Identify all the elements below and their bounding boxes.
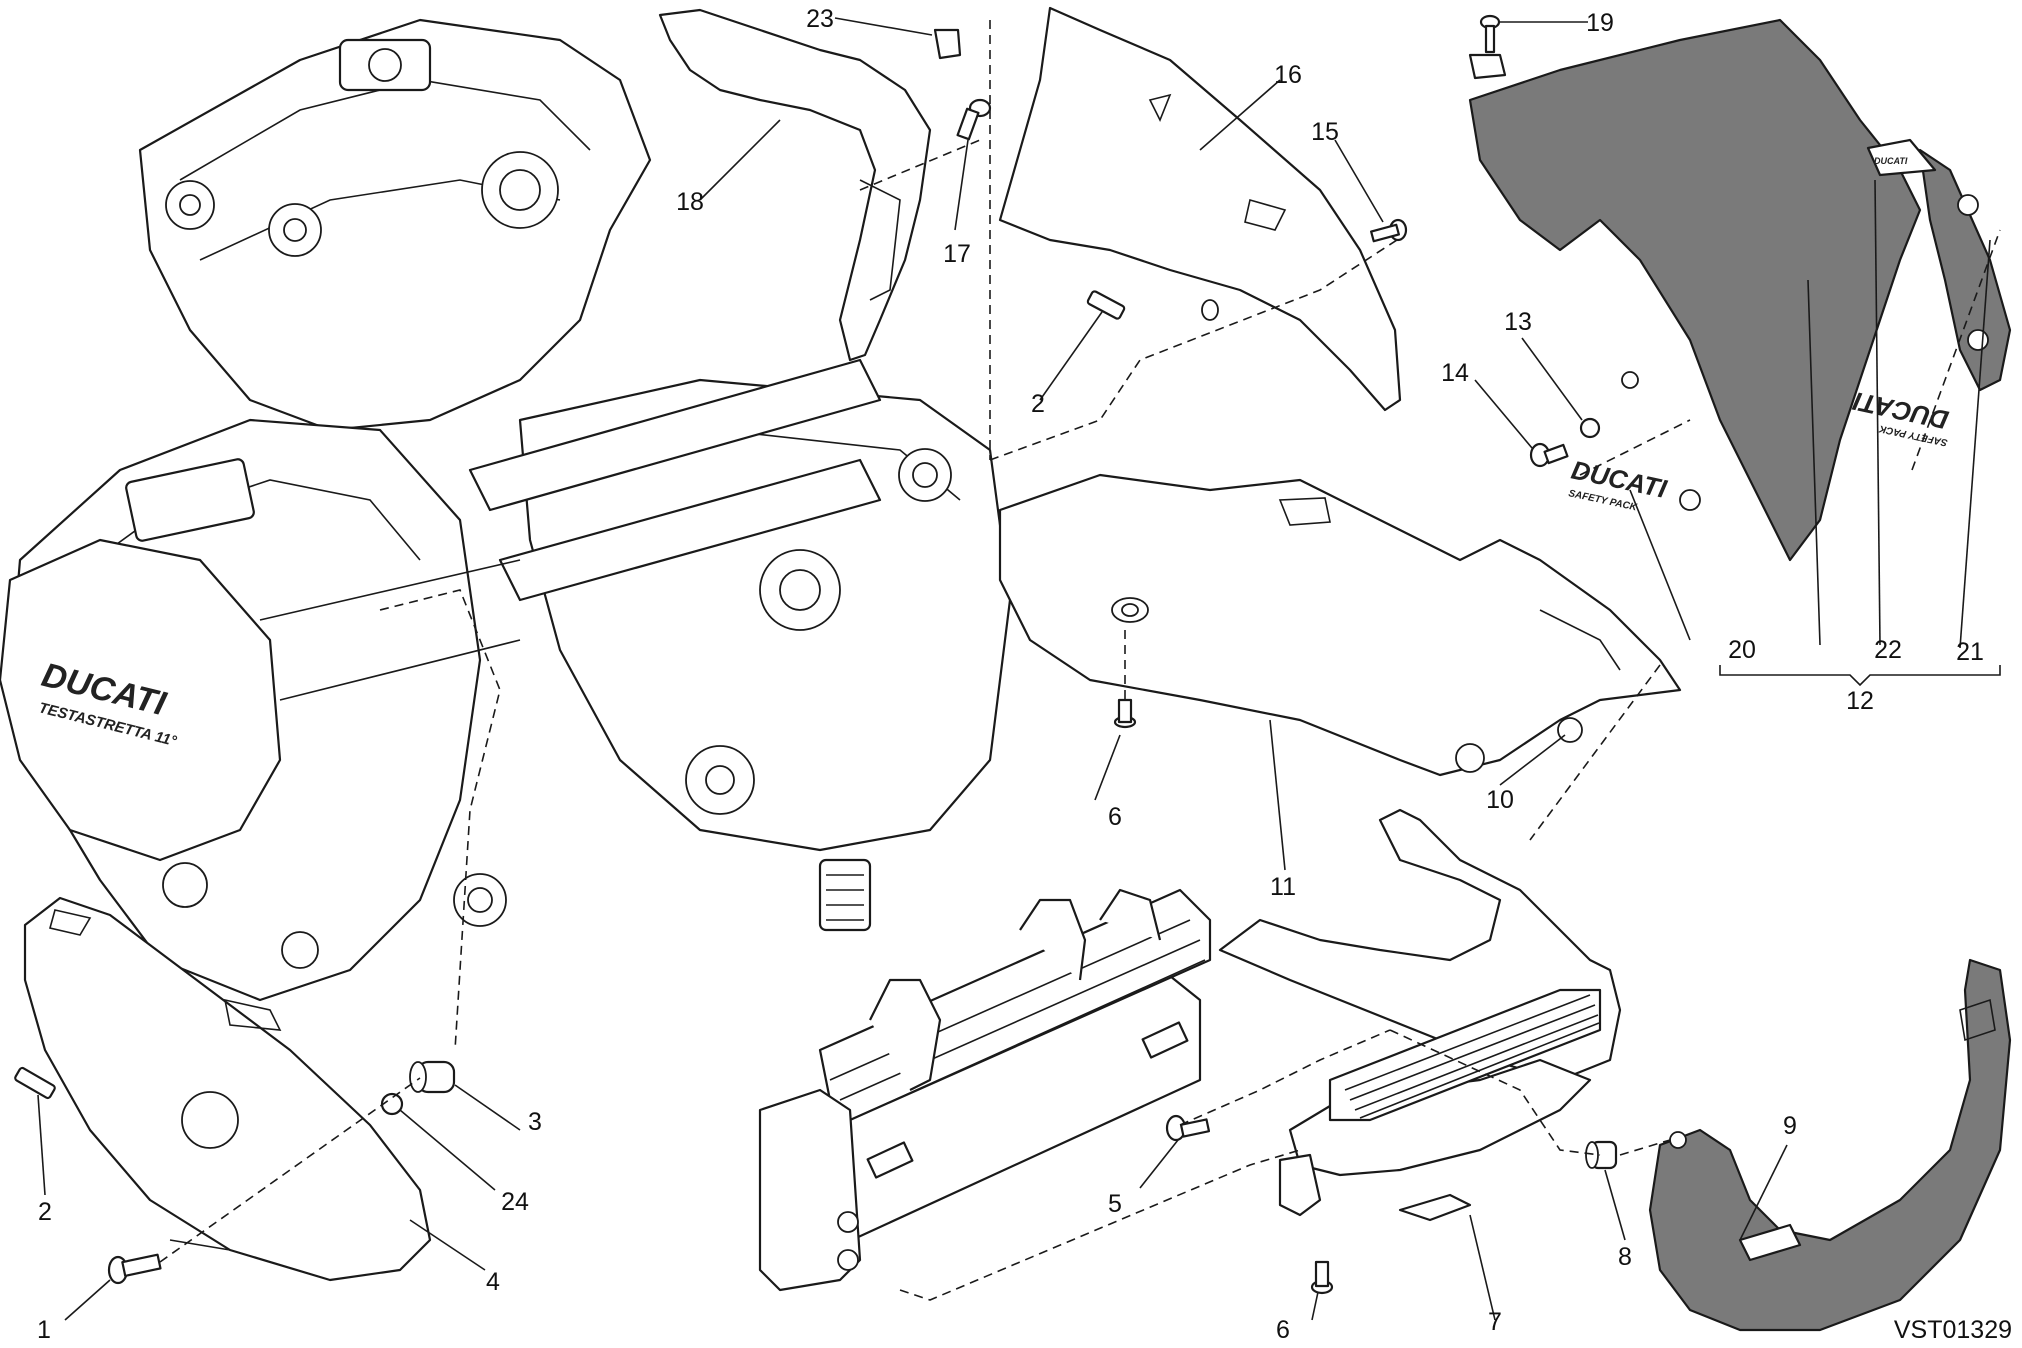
- callout-23: 23: [806, 5, 834, 33]
- screw-5: [1165, 1114, 1211, 1142]
- screw-1: [107, 1253, 162, 1285]
- callout-15: 15: [1311, 118, 1339, 146]
- clip-left: [14, 1066, 56, 1100]
- callout-20: 20: [1728, 636, 1756, 664]
- callout-9: 9: [1783, 1112, 1797, 1140]
- upper-side-panel: [658, 8, 932, 362]
- screw-14: [1529, 442, 1569, 468]
- callout-6-upper: 6: [1108, 803, 1122, 831]
- callout-21: 21: [1956, 638, 1984, 666]
- lower-fairing-with-grille: [1218, 808, 1622, 1222]
- callout-5: 5: [1108, 1190, 1122, 1218]
- leader-lines: [37, 17, 2001, 1321]
- callout-labels: 1 2 3 24 4 2 18 23 17 16 15 19 13 14 20 …: [37, 5, 1984, 1344]
- screw-6-lower: [1310, 1260, 1334, 1295]
- callout-24: 24: [501, 1188, 529, 1216]
- reference-code: VST01329: [1894, 1316, 2012, 1344]
- callout-3: 3: [528, 1108, 542, 1136]
- screw-6-upper: [1113, 698, 1137, 729]
- spacer-3: [409, 1060, 456, 1094]
- callout-18: 18: [676, 188, 704, 216]
- sticker-20: DUCATI SAFETY PACK: [1567, 455, 1670, 514]
- callout-11: 11: [1270, 873, 1296, 901]
- spacer-8: [1585, 1140, 1618, 1170]
- screw-15: [1370, 218, 1408, 243]
- callout-16: 16: [1274, 61, 1302, 89]
- sticker-21: DUCATI SAFETY PACK: [1850, 386, 1951, 448]
- front-mudguard-assembly: DUCATI: [1468, 18, 2012, 562]
- callout-13: 13: [1504, 308, 1532, 336]
- callout-22: 22: [1874, 636, 1902, 664]
- assembly-lines: [159, 20, 2001, 1301]
- lower-left-fairing: [23, 896, 432, 1282]
- belly-pan: [1648, 958, 2012, 1332]
- callout-19: 19: [1586, 9, 1614, 37]
- callout-10: 10: [1486, 786, 1514, 814]
- callout-6-lower: 6: [1276, 1316, 1290, 1344]
- upper-fairing-panel: [998, 6, 1402, 412]
- callout-8: 8: [1618, 1243, 1632, 1271]
- callout-4: 4: [486, 1268, 500, 1296]
- callout-14: 14: [1441, 359, 1469, 387]
- radiator: [758, 888, 1212, 1292]
- screw-19: [1468, 14, 1507, 80]
- callout-2-left: 2: [38, 1198, 52, 1226]
- callout-17: 17: [943, 240, 971, 268]
- bracket-23: [933, 28, 962, 60]
- clip-upper: [1086, 290, 1126, 320]
- washer-24: [380, 1092, 404, 1116]
- callout-7: 7: [1488, 1308, 1502, 1336]
- main-side-fairing: [998, 473, 1682, 777]
- engine-assembly: DUCATI TESTASTRETTA 11°: [0, 18, 1012, 1002]
- callout-12: 12: [1846, 687, 1874, 715]
- callout-1: 1: [37, 1316, 51, 1344]
- mudguard-badge-text: DUCATI: [1874, 156, 1908, 166]
- washer-13: [1579, 417, 1601, 439]
- screw-17: [956, 98, 992, 141]
- callout-2-upper: 2: [1031, 390, 1045, 418]
